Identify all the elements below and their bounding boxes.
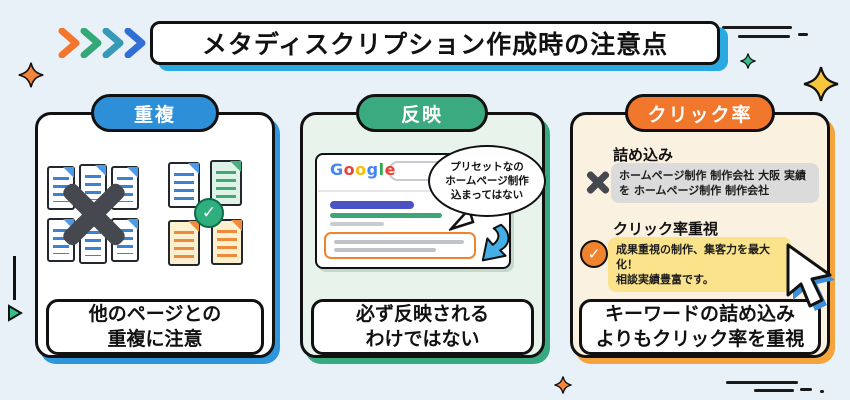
speed-line: [722, 26, 792, 29]
doc-fold: [95, 165, 106, 176]
doc-fold: [230, 161, 241, 172]
speed-line: [738, 35, 790, 38]
google-letter: o: [355, 160, 367, 179]
mouse-cursor-icon: [786, 243, 835, 311]
doc-lines: [216, 171, 236, 198]
doc-fold: [63, 167, 74, 178]
google-letter: g: [366, 160, 379, 179]
page-title-text: メタディスクリプション作成時の注意点: [201, 30, 669, 59]
bad-example-line: ホームページ制作 制作会社 大阪 実績: [619, 169, 806, 182]
check-glyph: ✓: [587, 245, 601, 263]
badge-ctr: クリック率: [625, 94, 775, 132]
doc-lines: [85, 231, 101, 256]
caption-line: 重複に注意: [107, 328, 203, 350]
bad-example-line: を ホームページ制作 制作会社: [619, 184, 770, 197]
document-icon: [211, 219, 243, 265]
caption-duplication: 他のページとの 重複に注意: [46, 299, 264, 355]
check-icon: ✓: [580, 240, 608, 268]
badge-reflection: 反映: [356, 94, 488, 132]
caption-ctr: キーワードの詰め込み よりもクリック率を重視: [579, 299, 821, 355]
bubble-line: ホームページ制作: [445, 175, 529, 187]
serp-text-bar: [334, 248, 436, 252]
caption-line: 必ず反映される: [355, 303, 489, 325]
star-small-orange-icon: [554, 376, 572, 394]
caption-line: よりもクリック率を重視: [595, 328, 805, 350]
bubble-line: 込まってはない: [450, 189, 524, 201]
star-green-icon: [740, 53, 756, 69]
x-mark-icon: [55, 175, 133, 253]
doc-fold: [231, 220, 242, 231]
accent-line: [13, 256, 16, 300]
doc-lines: [174, 173, 194, 200]
google-letter: e: [384, 160, 396, 179]
google-letter: l: [378, 160, 385, 179]
badge-ctr-label: クリック率: [647, 103, 753, 126]
doc-fold: [127, 219, 138, 230]
speech-bubble: プリセットなの ホームページ制作 込まってはない: [428, 145, 546, 217]
page-title: メタディスクリプション作成時の注意点: [150, 21, 720, 65]
google-letter: G: [330, 160, 344, 179]
curved-arrow-icon: [481, 223, 510, 262]
badge-duplication: 重複: [91, 94, 219, 132]
caption-line: キーワードの詰め込み: [604, 303, 795, 325]
serp-text-bar: [330, 222, 384, 226]
meta-description-highlight: [324, 232, 476, 259]
star-orange-icon: [18, 62, 44, 88]
google-letter: o: [343, 160, 356, 179]
bad-example-heading: 詰め込み: [613, 146, 674, 164]
triangle-icon: [8, 304, 23, 322]
good-example-line: 成果重視の制作、集客力を最大化！: [616, 243, 770, 271]
good-example-box: 成果重視の制作、集客力を最大化！ 相談実績豊富です。: [608, 237, 791, 292]
star-yellow-icon: [803, 66, 839, 102]
speed-line: [820, 390, 824, 393]
document-icon: [168, 220, 200, 266]
speed-line: [800, 388, 812, 391]
doc-fold: [63, 219, 74, 230]
good-example-line: 相談実績豊富です。: [616, 273, 714, 286]
divider-line: [318, 190, 508, 192]
bad-example-box: ホームページ制作 制作会社 大阪 実績 を ホームページ制作 制作会社: [611, 163, 819, 203]
doc-fold: [188, 221, 199, 232]
doc-lines: [174, 231, 194, 258]
doc-fold: [188, 163, 199, 174]
google-logo: Google: [330, 160, 396, 179]
bubble-line: プリセットなの: [450, 161, 524, 173]
document-icon: [47, 166, 75, 210]
speed-line: [754, 389, 794, 392]
caption-line: 他のページとの: [88, 303, 222, 325]
serp-text-bar: [334, 240, 464, 244]
check-glyph: ✓: [201, 203, 217, 223]
check-icon: ✓: [194, 198, 224, 228]
doc-lines: [85, 175, 101, 200]
caption-line: わけではない: [365, 328, 480, 350]
document-icon: [210, 160, 242, 206]
serp-title-bar: [330, 201, 414, 209]
speed-line: [726, 381, 798, 384]
good-example-heading: クリック率重視: [613, 220, 719, 238]
serp-url-bar: [330, 213, 442, 218]
chevrons-icon: [58, 28, 146, 58]
speed-line: [798, 33, 808, 36]
badge-reflection-label: 反映: [400, 103, 443, 126]
badge-duplication-label: 重複: [133, 103, 176, 126]
document-icon: [168, 162, 200, 208]
x-mark-icon: [584, 168, 612, 196]
doc-fold: [127, 167, 138, 178]
doc-lines: [217, 230, 237, 257]
caption-reflection: 必ず反映される わけではない: [311, 299, 534, 355]
